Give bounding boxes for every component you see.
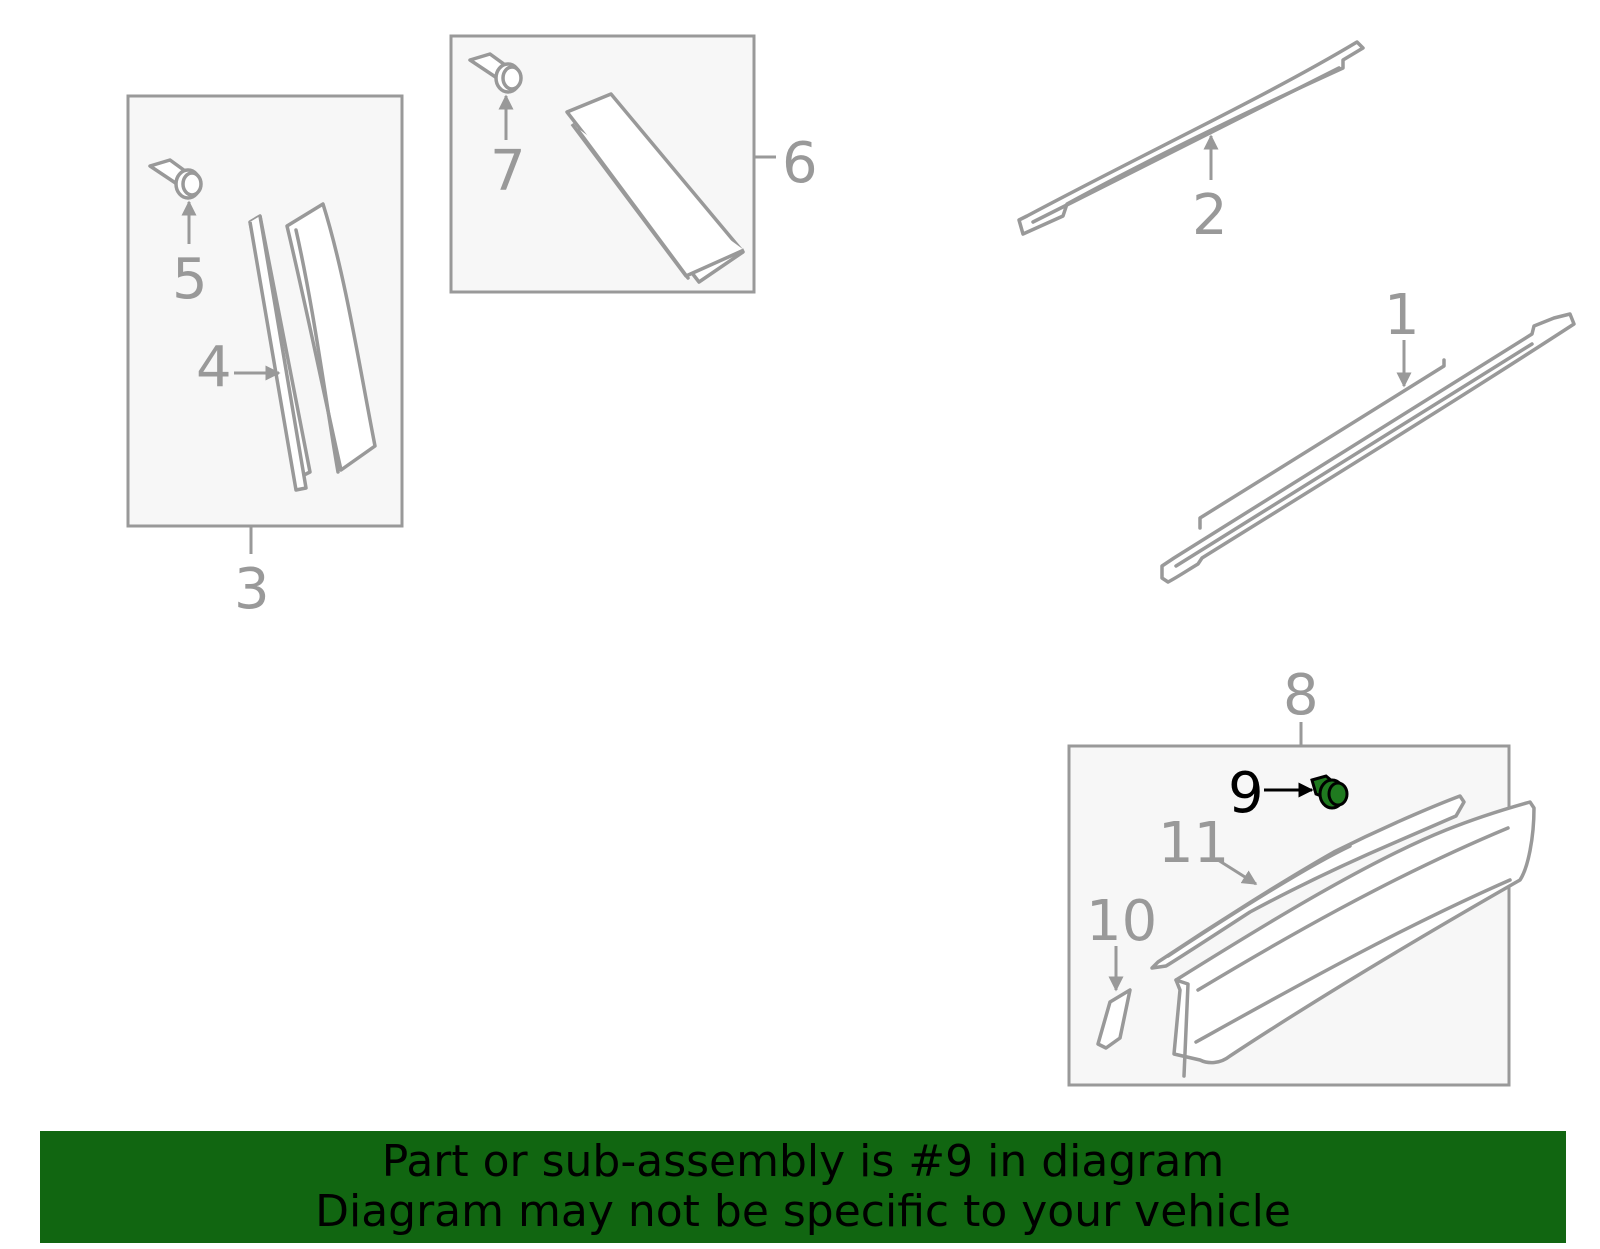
callout-8: 8 [1283,663,1319,728]
part-10-clip[interactable] [1096,946,1132,1050]
banner-line-2: Diagram may not be specific to your vehi… [315,1186,1291,1237]
callout-6: 6 [782,131,818,196]
part-4-pillar-molding[interactable] [234,202,377,492]
callout-3: 3 [234,557,270,622]
part-8-door-molding[interactable] [1172,800,1536,1078]
part-5-clip[interactable] [148,158,203,244]
part-11-molding[interactable] [1150,794,1466,970]
part-9-clip-highlighted[interactable] [1264,774,1349,810]
part-6-applique[interactable] [565,92,745,284]
callout-1: 1 [1384,283,1420,348]
part-7-clip[interactable] [468,52,523,140]
callout-7: 7 [490,139,526,204]
callout-5: 5 [172,247,208,312]
part-2-molding[interactable] [1017,40,1365,236]
info-banner: Part or sub-assembly is #9 in diagram Di… [40,1131,1566,1243]
callout-9: 9 [1228,761,1264,826]
callout-2: 2 [1192,183,1228,248]
banner-line-1: Part or sub-assembly is #9 in diagram [381,1136,1225,1187]
callout-11: 11 [1158,811,1229,876]
part-1-molding[interactable] [1160,312,1576,584]
callout-10: 10 [1086,889,1157,954]
callout-4: 4 [196,335,232,400]
